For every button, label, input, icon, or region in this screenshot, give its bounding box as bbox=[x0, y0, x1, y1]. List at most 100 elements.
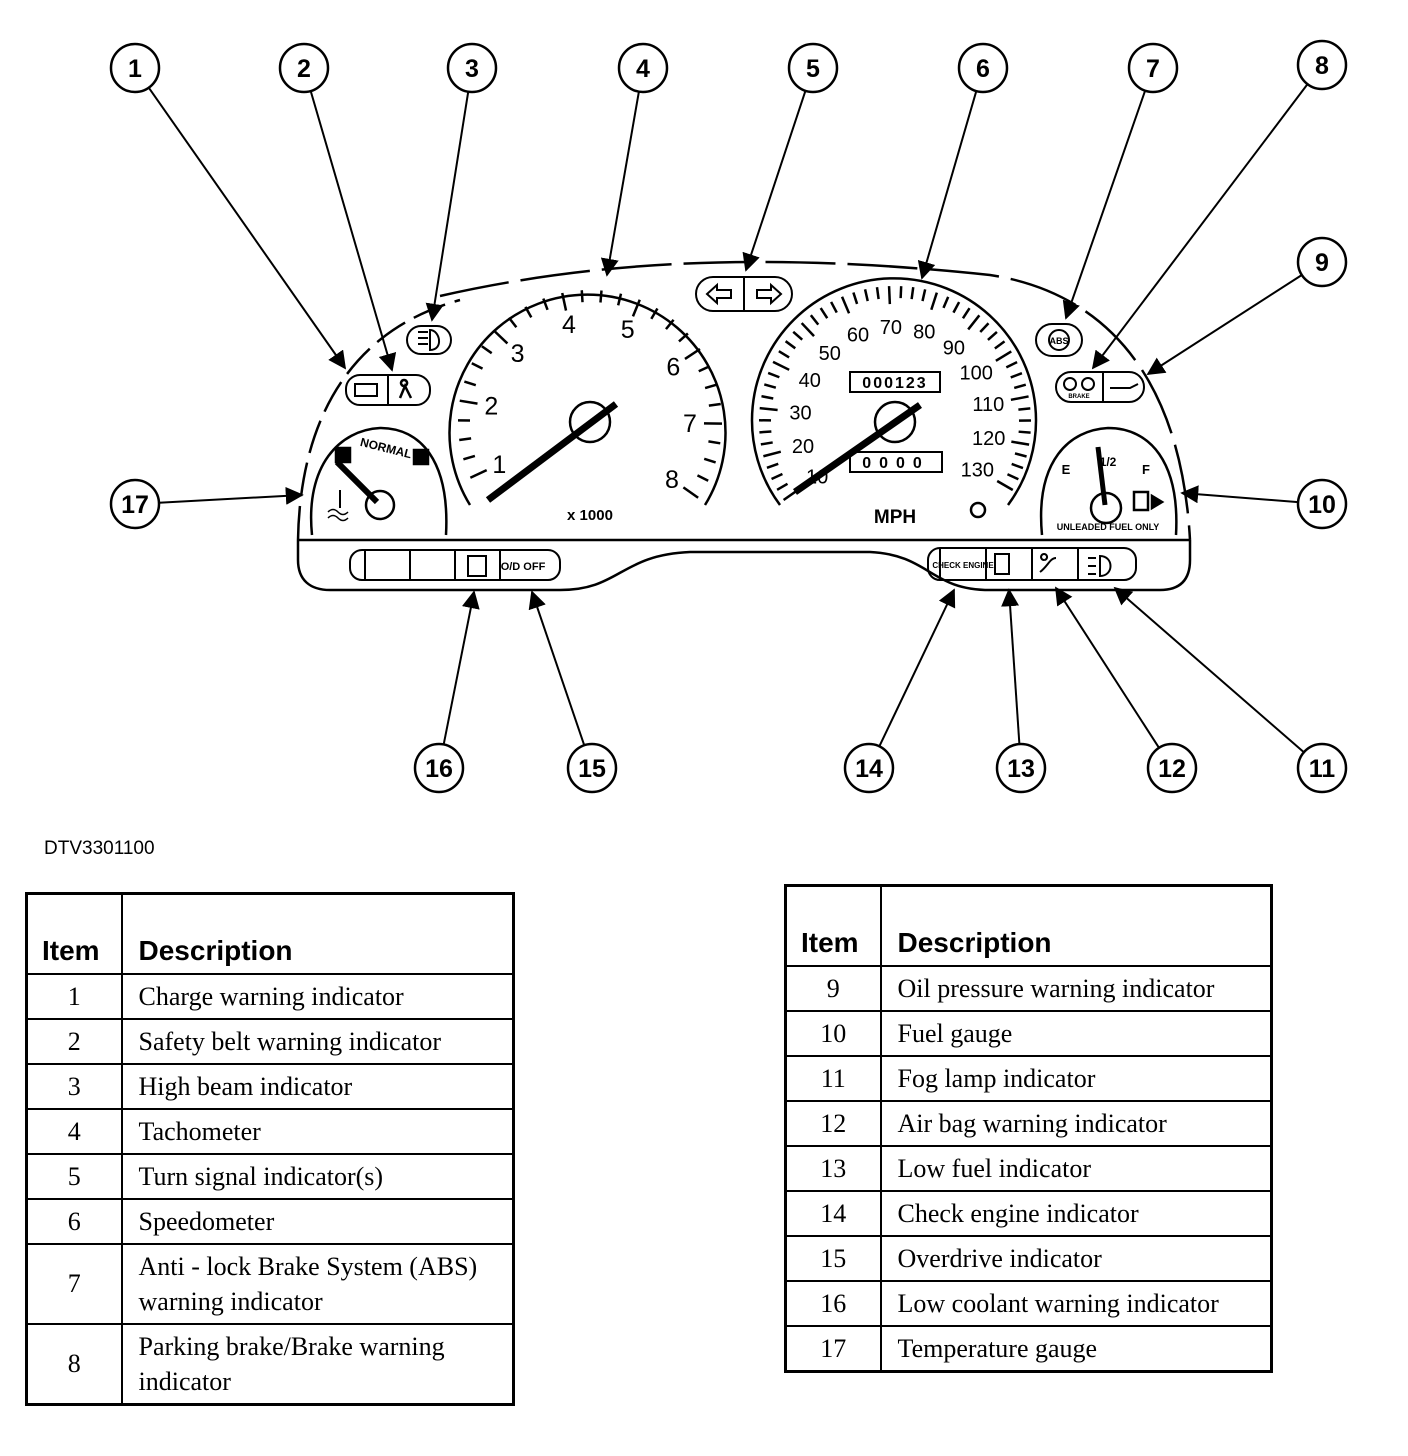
cluster-outline bbox=[296, 260, 1192, 592]
gauge-tick bbox=[987, 331, 998, 341]
gauge-tick bbox=[704, 383, 717, 390]
figure-code: DTV3301100 bbox=[44, 838, 155, 859]
callout-leader bbox=[742, 90, 807, 272]
item-number: 9 bbox=[784, 964, 882, 1012]
gauge-tick bbox=[852, 292, 859, 305]
gauge-tick bbox=[471, 362, 484, 370]
callout-circle bbox=[1146, 742, 1198, 794]
high-beam-icon bbox=[406, 325, 452, 355]
temp-normal-label: NORMAL bbox=[359, 435, 413, 461]
gauge-tick bbox=[684, 347, 701, 361]
item-description: Check engine indicator bbox=[879, 1189, 1273, 1237]
gauge-tick bbox=[910, 287, 915, 300]
item-number: 17 bbox=[784, 1324, 882, 1372]
gauge-tick bbox=[863, 289, 869, 302]
trip-box bbox=[849, 451, 943, 473]
callout-number: 9 bbox=[1315, 249, 1329, 277]
gauge-tick bbox=[809, 314, 820, 326]
gauge-tick bbox=[631, 299, 641, 317]
gauge-tick bbox=[1010, 395, 1029, 402]
callout-number: 13 bbox=[1007, 755, 1035, 783]
callout-circle bbox=[1127, 42, 1179, 94]
gauge-tick bbox=[766, 462, 779, 469]
gauge-tick-label: 3 bbox=[511, 340, 525, 368]
gauge-tick bbox=[760, 441, 773, 446]
description-header: Description bbox=[120, 892, 515, 975]
callout-circle bbox=[1296, 236, 1348, 288]
callout-number: 17 bbox=[121, 491, 149, 519]
fog-lamp-icon bbox=[1088, 554, 1112, 578]
callout-number: 16 bbox=[425, 755, 453, 783]
item-description: Tachometer bbox=[120, 1107, 515, 1155]
gauge-tick-label: 90 bbox=[943, 337, 965, 359]
overdrive-label: O/D OFF bbox=[501, 561, 546, 573]
brake-label: BRAKE bbox=[1068, 394, 1089, 400]
gauge-tick-label: 5 bbox=[621, 316, 635, 344]
gauge-tick bbox=[930, 292, 939, 311]
abs-label: ABS bbox=[1049, 336, 1068, 346]
gauge-tick-label: 100 bbox=[960, 363, 993, 385]
gauge-tick bbox=[650, 307, 659, 320]
fuel-empty-label: E bbox=[1062, 462, 1071, 477]
gauge-tick bbox=[979, 322, 990, 333]
gauge-tick bbox=[580, 290, 584, 303]
item-number: 13 bbox=[784, 1144, 882, 1192]
callout-circle bbox=[278, 42, 330, 94]
item-description: High beam indicator bbox=[120, 1062, 515, 1110]
trip-reading: 0000 bbox=[862, 455, 930, 472]
callout-circle bbox=[446, 42, 498, 94]
gauge-tick-label: 8 bbox=[665, 466, 679, 494]
brake-oil-pod bbox=[1055, 371, 1145, 403]
gauge-tick bbox=[784, 340, 797, 350]
gauge-tick bbox=[830, 301, 838, 314]
callout-circle bbox=[995, 742, 1047, 794]
gauge-tick bbox=[708, 402, 721, 407]
tachometer bbox=[448, 290, 727, 506]
gauge-tick bbox=[708, 440, 721, 445]
callout-leader bbox=[878, 588, 956, 747]
gauge-tick bbox=[994, 340, 1006, 350]
callout-circle bbox=[566, 742, 618, 794]
item-number: 10 bbox=[784, 1009, 882, 1057]
gauge-tick bbox=[459, 437, 472, 442]
gauge-tick bbox=[561, 292, 568, 311]
odometer-reading: 000123 bbox=[862, 375, 927, 392]
item-number: 2 bbox=[25, 1017, 123, 1065]
item-number: 4 bbox=[25, 1107, 123, 1155]
gauge-tick bbox=[840, 296, 851, 314]
gauge-tick bbox=[682, 486, 699, 499]
gauge-tick bbox=[1010, 372, 1023, 379]
item-number: 12 bbox=[784, 1099, 882, 1147]
item-description: Overdrive indicator bbox=[879, 1234, 1273, 1282]
gauge-tick bbox=[763, 450, 782, 458]
callout-leader bbox=[917, 90, 978, 280]
check-engine-label: CHECK ENGINE bbox=[932, 561, 994, 570]
gauge-tick bbox=[776, 482, 789, 491]
gauge-tick bbox=[961, 307, 971, 319]
item-description: Oil pressure warning indicator bbox=[879, 964, 1273, 1012]
gauge-tick bbox=[875, 287, 880, 300]
gauge-tick bbox=[967, 314, 981, 331]
callout-leader bbox=[442, 590, 480, 745]
callout-leader bbox=[158, 486, 304, 505]
gauge-tick bbox=[772, 360, 790, 371]
gauge-tick bbox=[524, 306, 533, 318]
item-number: 15 bbox=[784, 1234, 882, 1282]
gauge-tick bbox=[1011, 440, 1030, 446]
gauge-tick bbox=[698, 365, 711, 373]
tach-multiplier: x 1000 bbox=[567, 507, 613, 524]
callout-circle bbox=[1296, 39, 1348, 91]
gauge-tick bbox=[761, 394, 774, 400]
item-description: Parking brake/Brake warning indicator bbox=[120, 1322, 515, 1405]
fuel-note: UNLEADED FUEL ONLY bbox=[1057, 522, 1160, 532]
callout-circle bbox=[413, 742, 465, 794]
callout-leader bbox=[147, 87, 347, 370]
speedometer bbox=[750, 277, 1038, 519]
